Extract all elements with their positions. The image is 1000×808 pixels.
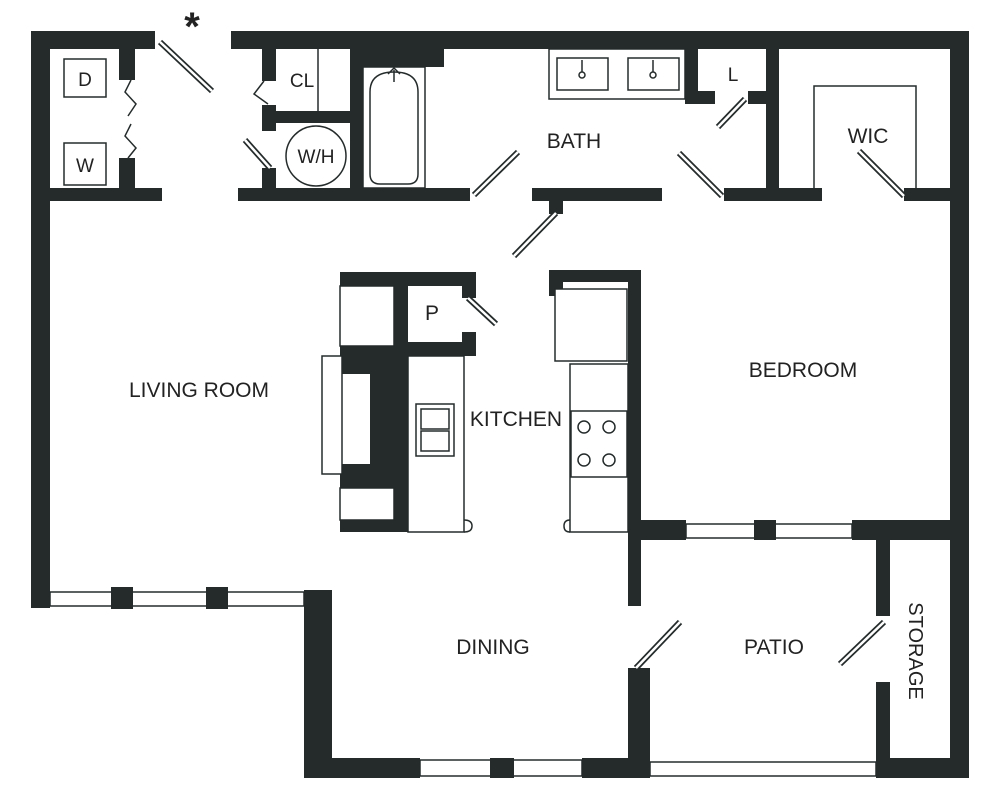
washer-unit: [63, 142, 107, 186]
dryer-unit: [63, 58, 107, 98]
label-living-room: LIVING ROOM: [129, 379, 269, 402]
label-kitchen: KITCHEN: [470, 408, 562, 431]
label-linen: L: [728, 65, 739, 86]
label-pantry: P: [425, 302, 439, 325]
exterior-walls: [31, 31, 969, 778]
label-dining: DINING: [456, 636, 530, 659]
label-walk-in-closet: WIC: [848, 125, 889, 148]
patio-door: [633, 619, 683, 671]
doors: [124, 39, 907, 671]
label-bath: BATH: [547, 130, 601, 153]
label-patio: PATIO: [744, 636, 804, 659]
label-storage: STORAGE: [904, 602, 926, 699]
label-water-heater: W/H: [298, 147, 335, 168]
laundry-bifold-doors: [124, 79, 137, 159]
label-bedroom: BEDROOM: [749, 359, 858, 382]
closet-bifold-door: [252, 80, 269, 105]
water-heater-tank: [285, 125, 347, 187]
refrigerator: [554, 288, 628, 362]
label-washer: W: [76, 156, 94, 177]
hall-door: [511, 210, 559, 259]
label-dryer: D: [78, 70, 92, 91]
storage-door: [837, 619, 887, 667]
windows: [49, 520, 877, 778]
entry-door: [157, 39, 215, 94]
kitchen-sink: [415, 403, 455, 457]
entry-marker: *: [184, 5, 200, 49]
fireplace-hearth: [321, 355, 343, 475]
interior-walls: [50, 49, 969, 778]
fixtures: [63, 48, 917, 533]
pantry-door: [465, 295, 499, 327]
label-closet: CL: [290, 71, 314, 92]
wic-door: [856, 148, 907, 199]
bath-bedroom-door: [676, 150, 725, 199]
room-labels: * D W CL W/H BATH L WIC P LIVING ROOM KI…: [76, 5, 926, 700]
linen-door: [715, 96, 748, 130]
water-heater-door: [242, 138, 273, 170]
stove: [570, 410, 628, 478]
bath-door: [471, 149, 521, 198]
